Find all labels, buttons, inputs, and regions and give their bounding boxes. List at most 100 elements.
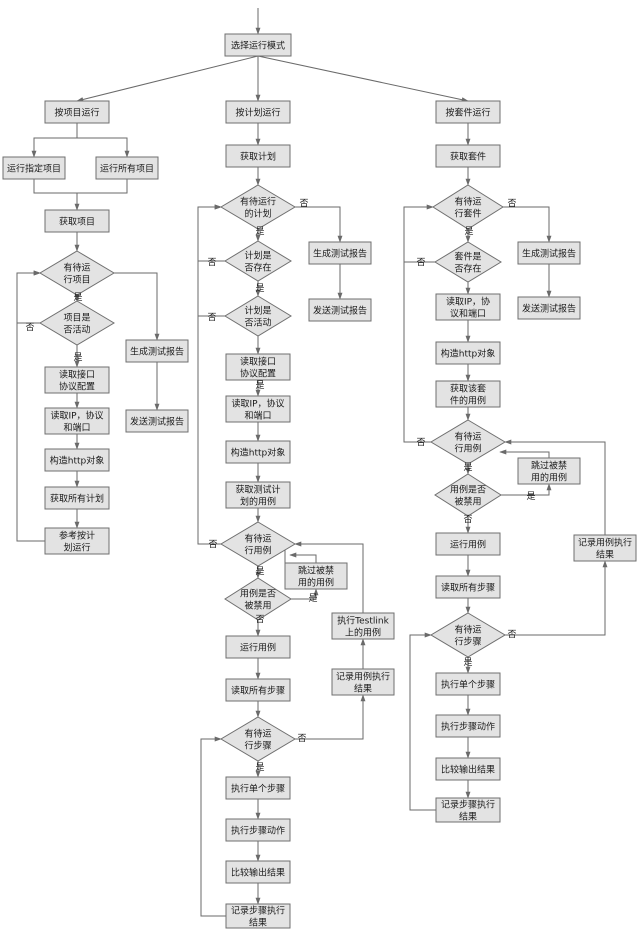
by-suite-text: 按套件运行: [445, 107, 490, 119]
m-get-plan-cases-text-2: 划的用例: [240, 496, 276, 508]
get-suite-shape: [435, 144, 501, 168]
plan-exists-text-2: 否存在: [244, 262, 271, 274]
by-plan-shape: [225, 100, 291, 124]
select-mode-box: 选择运行模式: [224, 33, 292, 57]
label-yes-plan-step: 是: [255, 762, 264, 773]
m-has-pending-step-shape: [220, 716, 296, 762]
s-get-suite-cases-shape: [435, 380, 501, 408]
s-read-all-steps-text: 读取所有步骤: [441, 582, 495, 594]
has-pending-plan-text-1: 有待运行: [240, 196, 276, 208]
s-record-case-shape: [573, 534, 637, 562]
run-all-projects-text: 运行所有项目: [100, 163, 154, 175]
label-no-suite-exists: 否: [416, 257, 425, 268]
m-gen-report-box: 生成测试报告: [308, 241, 372, 265]
s-send-report-shape: [517, 296, 581, 320]
flowchart-edges: [16, 8, 608, 917]
label-no-plan-disabled: 否: [255, 614, 264, 625]
p-build-http-shape: [44, 448, 110, 472]
s-has-pending-case-text-2: 行用例: [454, 443, 481, 455]
m-build-http-text: 构造http对象: [231, 447, 285, 459]
edge-disabled-skip: [291, 588, 319, 600]
s-get-suite-cases-text-2: 件的用例: [450, 395, 486, 407]
label-no-suite-pending: 否: [507, 198, 516, 209]
p-read-ip-text-2: 和端口: [63, 422, 90, 434]
p-get-all-plans-text: 获取所有计划: [50, 493, 104, 505]
has-pending-suite-text-1: 有待运: [454, 196, 481, 208]
edge-project-all: [77, 137, 130, 158]
m-record-case-text-1: 记录用例执行: [336, 671, 390, 683]
label-no-plan-case: 否: [208, 539, 217, 550]
m-read-all-steps-shape: [225, 678, 291, 702]
suite-exists-shape: [434, 241, 502, 283]
label-yes-suite-disabled: 是: [526, 491, 535, 502]
get-plan-text: 获取计划: [240, 151, 276, 163]
m-case-disabled-text-1: 用例是否: [240, 588, 276, 600]
s-exec-step-action-box: 执行步骤动作: [435, 714, 501, 738]
run-all-projects-box: 运行所有项目: [95, 156, 159, 180]
label-yes-plan-case: 是: [255, 566, 264, 577]
has-pending-project-shape: [39, 250, 115, 296]
s-compare-output-box: 比较输出结果: [435, 757, 501, 781]
label-no-plan-pending: 否: [299, 198, 308, 209]
p-run-by-plan-text-1: 参考按计: [59, 530, 95, 542]
s-has-pending-step-text-2: 行步骤: [454, 636, 481, 648]
edge-runplan-loop: [16, 270, 45, 542]
has-pending-project-text-1: 有待运: [63, 262, 90, 274]
edge-record-loop: [409, 632, 436, 811]
label-no-suite-step: 否: [507, 629, 516, 640]
edge-testlink-loop: [294, 541, 364, 613]
s-send-report-box: 发送测试报告: [517, 296, 581, 320]
s-record-step-text-1: 记录步骤执行: [441, 799, 495, 811]
s-exec-single-step-box: 执行单个步骤: [435, 672, 501, 696]
s-gen-report-shape: [517, 241, 581, 265]
p-send-report-shape: [125, 409, 189, 433]
edge-exists-no-loop: [403, 204, 435, 263]
project-active-shape: [39, 300, 115, 346]
m-compare-output-text: 比较输出结果: [231, 867, 285, 879]
get-project-shape: [44, 209, 110, 233]
by-suite-box: 按套件运行: [435, 100, 501, 124]
get-plan-shape: [225, 144, 291, 168]
s-exec-single-step-text: 执行单个步骤: [441, 679, 495, 691]
label-yes-suite-pending: 是: [464, 226, 473, 237]
suite-exists-text-2: 否存在: [454, 263, 481, 275]
m-send-report-box: 发送测试报告: [308, 298, 372, 322]
run-specified-project-box: 运行指定项目: [2, 156, 66, 180]
label-yes-project-active: 是: [73, 352, 82, 363]
s-case-disabled-text-2: 被禁用: [454, 496, 481, 508]
p-send-report-text: 发送测试报告: [130, 416, 184, 428]
m-skip-disabled-shape: [284, 562, 348, 590]
m-gen-report-text: 生成测试报告: [313, 248, 367, 260]
s-skip-disabled-shape: [517, 457, 581, 485]
m-read-ip-shape: [225, 395, 291, 423]
edge-haspending-report: [503, 206, 552, 243]
s-read-ip-text-2: 议和端口: [450, 308, 486, 320]
m-send-report-shape: [308, 298, 372, 322]
has-pending-suite-text-2: 行套件: [454, 208, 481, 220]
m-record-case-shape: [331, 668, 395, 696]
m-compare-output-shape: [225, 860, 291, 884]
edge-active-no-loop: [197, 204, 225, 317]
p-read-interface-text-2: 协议配置: [59, 381, 95, 393]
s-record-step-shape: [435, 797, 501, 823]
by-suite-shape: [435, 100, 501, 124]
has-pending-project-text-2: 行项目: [63, 274, 90, 286]
m-read-interface-text-1: 读取接口: [240, 356, 276, 368]
m-compare-output-box: 比较输出结果: [225, 860, 291, 884]
project-active-text-2: 否活动: [63, 324, 90, 336]
s-record-step-text-2: 结果: [459, 811, 477, 823]
m-send-report-text: 发送测试报告: [313, 305, 367, 317]
p-gen-report-shape: [125, 339, 189, 363]
